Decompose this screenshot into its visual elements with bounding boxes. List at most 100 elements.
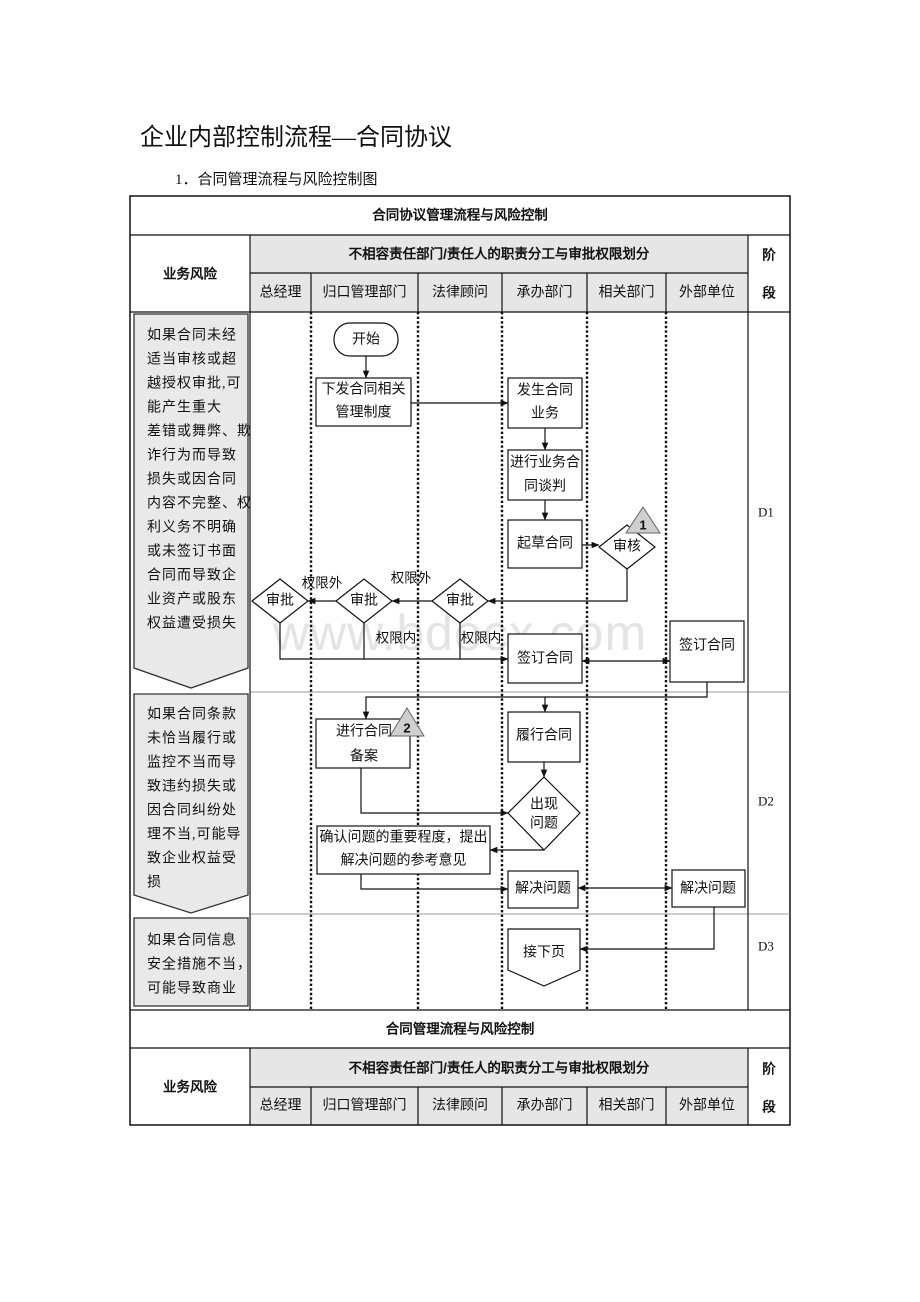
problem-label-line2: 问题 xyxy=(530,816,558,832)
next-page-label: 接下页 xyxy=(523,944,565,961)
document-title: 企业内部控制流程—合同协议 xyxy=(140,124,452,151)
column-header-related-dept: 相关部门 xyxy=(599,285,655,301)
problem-diamond xyxy=(507,776,581,851)
division-header: 不相容责任部门/责任人的职责分工与审批权限划分 xyxy=(349,246,650,262)
resolve-external-box xyxy=(671,869,746,908)
draft-contract-label: 起草合同 xyxy=(517,536,573,552)
within-authority-dept-label: 权限内 xyxy=(376,630,417,646)
resolve-external-label: 解决问题 xyxy=(680,881,736,897)
business-occurs-label-line1: 发生合同 xyxy=(517,383,573,399)
division-header-bg-2 xyxy=(250,1048,748,1087)
business-occurs-label-line2: 业务 xyxy=(531,406,559,422)
beyond-authority-legal-label: 权限外 xyxy=(391,570,432,586)
risk-box-d1 xyxy=(133,313,249,689)
control-point-2-number: 2 xyxy=(403,721,410,736)
filing-label-line2: 备案 xyxy=(350,748,378,765)
resolve-label: 解决问题 xyxy=(515,881,571,897)
negotiation-box xyxy=(507,449,583,501)
assess-label-line2: 解决问题的参考意见 xyxy=(341,852,467,869)
column-header-bg-2 xyxy=(250,1087,748,1125)
table1-header-backgrounds xyxy=(250,235,748,312)
section-subtitle: 1．合同管理流程与风险控制图 xyxy=(175,171,378,188)
risk-box-d3 xyxy=(133,917,249,1007)
risk-line: 如果合同条款 xyxy=(147,706,237,723)
risk-line: 监控不当而导 xyxy=(147,755,237,771)
risk-text-d1: 如果合同未经 适当审核或超 越授权审批,可 能产生重大 差错或舞弊、欺 诈行为而… xyxy=(147,328,252,632)
risk-line: 权益遭受损失 xyxy=(147,616,237,632)
risk-line: 理不当,可能导 xyxy=(147,827,242,843)
risk-line: 安全措施不当， xyxy=(147,956,252,973)
filing-label-line1: 进行合同 xyxy=(336,724,392,740)
control-point-1-number: 1 xyxy=(639,518,646,533)
issue-rules-label-line1: 下发合同相关 xyxy=(322,382,406,398)
filing-box xyxy=(315,718,411,769)
risk-box-d2 xyxy=(133,693,249,914)
table2-stage-header-top: 阶 xyxy=(762,1061,776,1077)
issue-rules-box xyxy=(315,377,412,427)
risk-line: 或未签订书面 xyxy=(147,543,237,560)
sign-contract-label: 签订合同 xyxy=(517,650,573,667)
column-header-legal-counsel: 法律顾问 xyxy=(432,285,488,301)
table2-caption: 合同管理流程与风险控制 xyxy=(386,1021,535,1037)
column-header-general-manager: 总经理 xyxy=(260,285,302,301)
control-point-1-triangle xyxy=(625,506,661,534)
start-terminal xyxy=(333,322,399,357)
risk-text-d3: 如果合同信息 安全措施不当， 可能导致商业 xyxy=(147,932,252,997)
division-header-bg xyxy=(250,235,748,273)
assess-problem-box xyxy=(316,825,491,875)
sign-contract-external-label: 签订合同 xyxy=(679,637,735,654)
table2-stage-header-bottom: 段 xyxy=(762,1099,776,1115)
start-label: 开始 xyxy=(352,332,380,348)
table2-column-header-general-manager: 总经理 xyxy=(260,1098,302,1114)
risk-line: 能产生重大 xyxy=(147,400,222,416)
negotiation-label-line2: 同谈判 xyxy=(524,479,566,495)
risk-line: 业资产或股东 xyxy=(147,592,237,608)
swimlane-separators xyxy=(309,312,668,1010)
table2-column-header-external-unit: 外部单位 xyxy=(679,1098,735,1114)
table-caption: 合同协议管理流程与风险控制 xyxy=(372,207,548,223)
perform-contract-box xyxy=(507,711,581,763)
column-header-responsible-dept: 归口管理部门 xyxy=(323,284,407,301)
risk-text-d2: 如果合同条款 未恰当履行或 监控不当而导 致违约损失或 因合同纠纷处 理不当,可… xyxy=(147,706,242,891)
dept-approval-label: 审批 xyxy=(350,593,378,609)
control-point-2-triangle xyxy=(389,707,425,737)
risk-line: 未恰当履行或 xyxy=(147,731,237,747)
flow-shapes xyxy=(251,322,746,987)
assess-label-line1: 确认问题的重要程度，提出 xyxy=(320,830,488,846)
risk-line: 合同而导致企 xyxy=(147,567,237,584)
stage-header-top: 阶 xyxy=(762,247,776,263)
problem-label-line1: 出现 xyxy=(530,797,558,813)
table2-header-backgrounds xyxy=(250,1048,748,1125)
risk-column-header: 业务风险 xyxy=(163,266,217,282)
risk-line: 致违约损失或 xyxy=(147,779,237,795)
connector-assess-to-resolve xyxy=(360,874,509,893)
next-page-connector xyxy=(507,928,581,987)
dept-approval-diamond xyxy=(335,578,393,624)
table2-column-header-handling-dept: 承办部门 xyxy=(517,1098,573,1114)
connector-filing-to-problem xyxy=(360,768,509,817)
table-grid xyxy=(129,195,791,1126)
gm-approval-diamond xyxy=(251,578,309,624)
gm-approval-label: 审批 xyxy=(266,593,294,609)
connector-review-to-legal-approval xyxy=(487,569,628,605)
risk-line: 差错或舞弊、欺 xyxy=(147,424,252,440)
review-label: 审核 xyxy=(613,539,641,555)
risk-line: 致企业权益受 xyxy=(147,850,237,867)
connector-resolve-to-next-page xyxy=(579,907,715,953)
table2-division-header: 不相容责任部门/责任人的职责分工与审批权限划分 xyxy=(349,1060,650,1076)
table2-column-header-responsible-dept: 归口管理部门 xyxy=(323,1097,407,1114)
risk-line: 损失或因合同 xyxy=(147,472,237,488)
draft-contract-box xyxy=(507,519,583,569)
within-authority-legal-label: 权限内 xyxy=(461,630,502,646)
table-outer-border xyxy=(129,195,791,1126)
flow-connectors xyxy=(279,356,715,953)
stage-label-d3: D3 xyxy=(758,939,774,954)
business-occurs-box xyxy=(507,377,583,429)
connector-approval-to-sign xyxy=(279,623,509,663)
resolve-box xyxy=(507,870,579,909)
legal-approval-diamond xyxy=(431,578,489,624)
legal-approval-label: 审批 xyxy=(446,593,474,609)
flow-labels: 开始 下发合同相关 管理制度 发生合同 业务 进行业务合 同谈判 起草合同 审核… xyxy=(266,332,736,961)
review-diamond xyxy=(598,524,656,570)
